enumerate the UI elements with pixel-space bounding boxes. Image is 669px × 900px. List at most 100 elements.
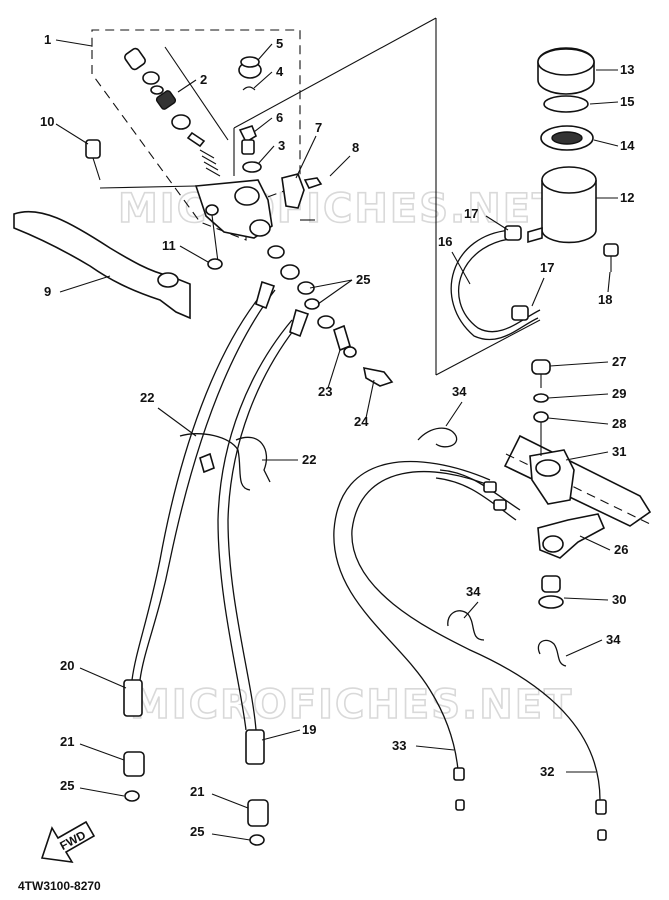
brake-hoses	[123, 245, 335, 765]
callout-label-c34a: 34	[452, 384, 467, 399]
reservoir-cap-parts	[238, 56, 262, 173]
callout-label-c32: 32	[540, 764, 554, 779]
leader-line-c11	[179, 245, 209, 263]
leader-line-c26	[579, 535, 611, 551]
callout-label-c24: 24	[354, 414, 369, 429]
callout-label-c33: 33	[392, 738, 406, 753]
leader-line-c34b	[463, 601, 479, 619]
callout-label-c6: 6	[276, 110, 283, 125]
throttle-assembly	[503, 359, 652, 609]
leader-line-c7	[295, 135, 317, 179]
callout-label-c31: 31	[612, 444, 626, 459]
hose-clamp	[179, 433, 271, 491]
leader-line-c28	[547, 417, 609, 425]
leader-line-c25a	[309, 279, 353, 289]
callout-label-c28: 28	[612, 416, 626, 431]
callout-leaders	[55, 39, 619, 841]
leader-line-c14	[593, 139, 619, 147]
callout-label-c29: 29	[612, 386, 626, 401]
reservoir-hose	[450, 225, 619, 341]
callout-label-c22a: 22	[140, 390, 154, 405]
callout-label-c17b: 17	[540, 260, 554, 275]
callout-label-c13: 13	[620, 62, 634, 77]
callout-label-c15: 15	[620, 94, 634, 109]
watermark-bottom: MICROFICHES.NET	[130, 682, 573, 728]
master-cylinder-body	[194, 179, 273, 263]
hose-end-fittings	[123, 751, 269, 846]
callout-label-c1: 1	[44, 32, 51, 47]
callout-label-c26: 26	[614, 542, 628, 557]
callout-label-c12: 12	[620, 190, 634, 205]
callout-label-c20: 20	[60, 658, 74, 673]
piston-kit	[124, 46, 229, 177]
leader-line-c6	[253, 117, 273, 133]
callout-label-c7: 7	[315, 120, 322, 135]
leader-line-c20	[79, 667, 127, 689]
callout-label-c10: 10	[40, 114, 54, 129]
watermark-top: MICROFICHES.NET	[118, 186, 561, 232]
brake-lever	[13, 210, 191, 320]
leader-line-c31	[565, 451, 609, 461]
callout-label-c14: 14	[620, 138, 635, 153]
leader-line-c10	[55, 123, 89, 145]
nut-11	[207, 258, 223, 270]
fwd-arrow-icon: FWD	[40, 820, 96, 864]
leader-line-c5	[257, 43, 273, 61]
leader-line-c25a	[317, 279, 353, 305]
leader-line-c9	[59, 275, 111, 293]
callout-label-c34b: 34	[466, 584, 481, 599]
callout-label-c27: 27	[612, 354, 626, 369]
leader-line-c25c	[211, 833, 251, 841]
callout-label-c30: 30	[612, 592, 626, 607]
callout-labels: 1234567891011121314151617171819202121222…	[40, 32, 635, 839]
diagram-code: 4TW3100-8270	[18, 879, 101, 893]
callout-label-c25c: 25	[190, 824, 204, 839]
leader-line-c30	[563, 597, 609, 601]
leader-line-c15	[589, 101, 619, 105]
leader-line-c34a	[445, 401, 463, 427]
leader-line-c21a	[79, 743, 125, 761]
leader-line-c3	[257, 145, 275, 165]
callout-label-c34c: 34	[606, 632, 621, 647]
leader-line-c16	[451, 251, 471, 285]
callout-label-c2: 2	[200, 72, 207, 87]
leader-line-c2	[177, 79, 197, 93]
leader-line-c22a	[157, 407, 197, 437]
leader-line-c17b	[531, 277, 545, 307]
throttle-cables	[333, 460, 607, 841]
brake-switch	[281, 173, 323, 209]
callout-label-c25b: 25	[60, 778, 74, 793]
leader-line-c17a	[485, 215, 509, 231]
callout-label-c4: 4	[276, 64, 284, 79]
callout-label-c19: 19	[302, 722, 316, 737]
callout-label-c25a: 25	[356, 272, 370, 287]
leader-line-c25b	[79, 787, 125, 797]
leader-line-c34c	[565, 639, 603, 657]
leader-line-c1	[55, 39, 93, 47]
leader-line-c18	[607, 271, 611, 293]
leader-line-c8	[329, 155, 351, 177]
callout-label-c11: 11	[162, 238, 176, 253]
bleed-bolt-and-bracket	[333, 324, 394, 387]
callout-label-c18: 18	[598, 292, 612, 307]
callout-label-c9: 9	[44, 284, 51, 299]
leader-line-c23	[327, 349, 341, 389]
screw-10	[85, 139, 197, 189]
callout-label-c8: 8	[352, 140, 359, 155]
leader-line-c4	[253, 71, 273, 89]
reservoir-parts	[527, 47, 597, 244]
callout-label-c21a: 21	[60, 734, 74, 749]
leader-line-c19	[261, 729, 301, 741]
leader-line-c29	[547, 393, 609, 399]
leader-line-c24	[365, 379, 375, 419]
leader-line-c33	[415, 745, 455, 751]
callout-label-c16: 16	[438, 234, 452, 249]
callout-label-c23: 23	[318, 384, 332, 399]
leader-line-c21b	[211, 793, 249, 809]
reservoir-leader-lines	[233, 17, 541, 376]
callout-label-c22b: 22	[302, 452, 316, 467]
callout-label-c5: 5	[276, 36, 283, 51]
callout-label-c3: 3	[278, 138, 285, 153]
